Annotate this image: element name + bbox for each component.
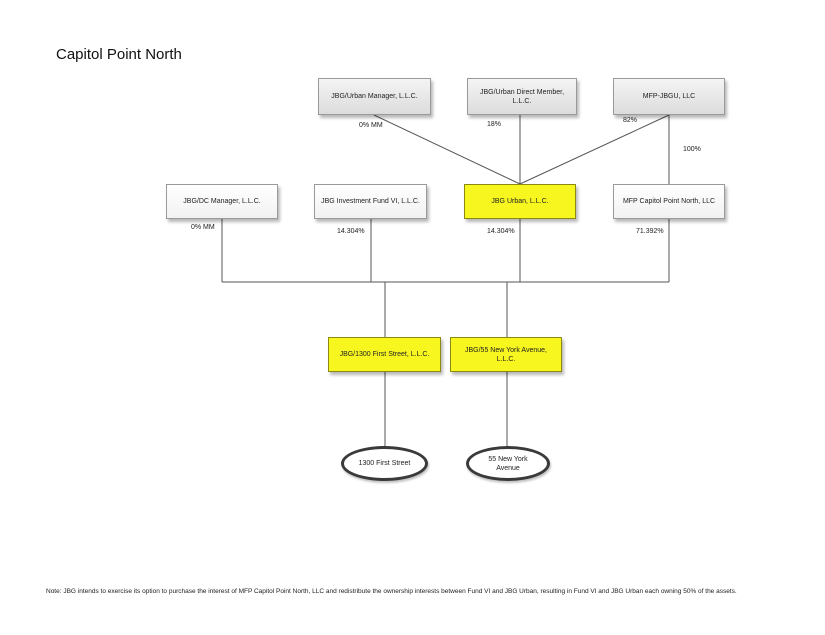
entity-jbg-1300-first-street: JBG/1300 First Street, L.L.C.	[328, 337, 441, 372]
asset-label: 1300 First Street	[358, 460, 411, 467]
pct-urban-direct-member: 18%	[487, 121, 502, 128]
entity-jbg-investment-fund-vi: JBG Investment Fund VI, L.L.C.	[314, 184, 427, 219]
entity-label: JBG/Urban Direct Member, L.L.C.	[479, 88, 565, 105]
pct-mfp-cpn: 71.392%	[636, 228, 664, 235]
asset-1300-first-street: 1300 First Street	[341, 446, 428, 481]
entity-mfp-jbgu: MFP-JBGU, LLC	[613, 78, 725, 115]
entity-label: JBG/55 New York Avenue, L.L.C.	[465, 346, 547, 363]
chart-title: Capitol Point North	[56, 46, 182, 63]
entity-label: MFP Capitol Point North, LLC	[622, 198, 716, 205]
pct-jbg-urban: 14.304%	[487, 228, 515, 235]
entity-jbg-urban: JBG Urban, L.L.C.	[464, 184, 576, 219]
entity-label: JBG/1300 First Street, L.L.C.	[339, 351, 430, 358]
entity-jbg-dc-manager: JBG/DC Manager, L.L.C.	[166, 184, 278, 219]
pct-mfp-jbgu: 82%	[623, 117, 638, 124]
entity-jbg-urban-manager: JBG/Urban Manager, L.L.C.	[318, 78, 431, 115]
entity-jbg-urban-direct-member: JBG/Urban Direct Member, L.L.C.	[467, 78, 577, 115]
entity-label: JBG/Urban Manager, L.L.C.	[331, 93, 418, 100]
pct-urban-manager: 0% MM	[359, 122, 383, 129]
entity-label: JBG/DC Manager, L.L.C.	[183, 198, 261, 205]
asset-label: 55 New York Avenue	[488, 455, 528, 472]
pct-mfp-jbgu-to-cpn: 100%	[683, 146, 701, 153]
entity-label: JBG Urban, L.L.C.	[491, 198, 549, 205]
entity-label: MFP-JBGU, LLC	[642, 93, 696, 100]
pct-dc-manager: 0% MM	[191, 224, 215, 231]
entity-mfp-capitol-point-north: MFP Capitol Point North, LLC	[613, 184, 725, 219]
pct-fund-vi: 14.304%	[337, 228, 365, 235]
connector-mfp-jbgu	[519, 114, 670, 185]
entity-label: JBG Investment Fund VI, L.L.C.	[321, 198, 420, 205]
entity-jbg-55-new-york-avenue: JBG/55 New York Avenue, L.L.C.	[450, 337, 562, 372]
footnote: Note: JBG intends to exercise its option…	[46, 588, 737, 595]
connector-urban-manager	[373, 114, 521, 185]
asset-55-new-york-avenue: 55 New York Avenue	[466, 446, 550, 481]
